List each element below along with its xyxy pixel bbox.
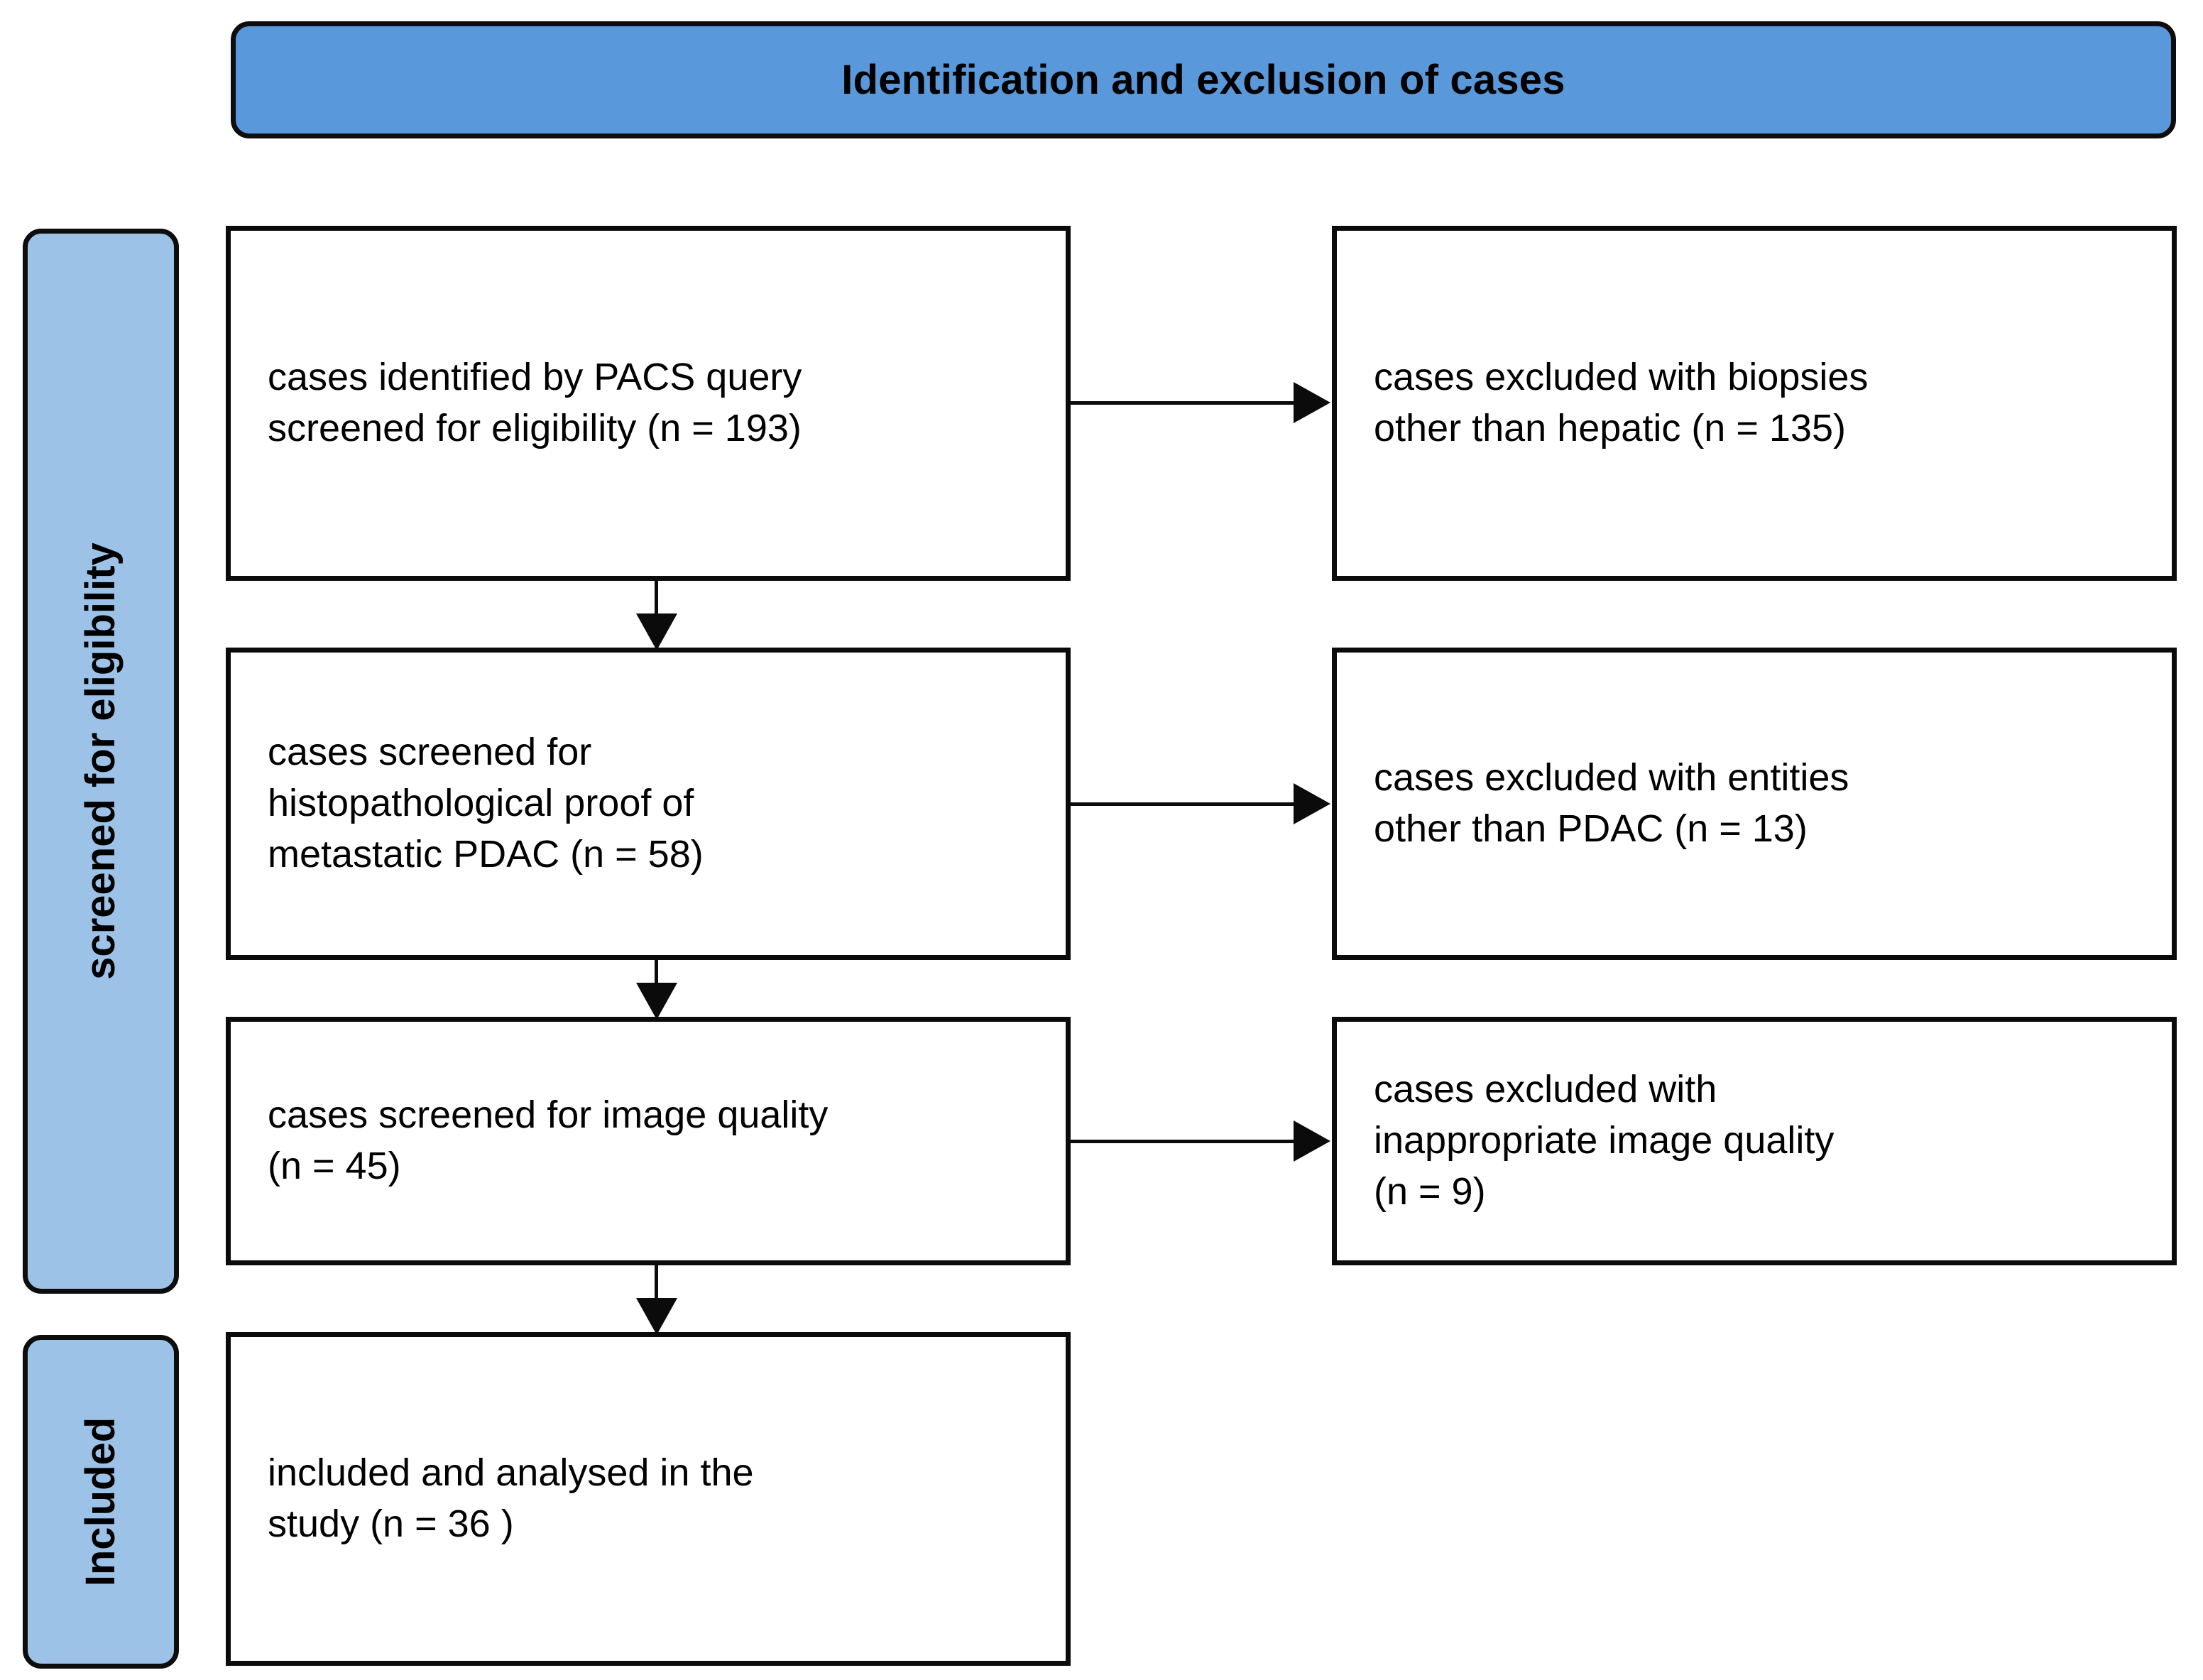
flow-box-histology: cases screened for histopathological pro… bbox=[226, 648, 1071, 960]
flow-box-text: cases excluded with entities other than … bbox=[1374, 756, 1849, 850]
flow-box-identified: cases identified by PACS query screened … bbox=[226, 226, 1071, 581]
arrowhead-down-icon bbox=[636, 983, 677, 1020]
connector-line bbox=[655, 960, 658, 1000]
flow-box-text: included and analysed in the study (n = … bbox=[268, 1451, 754, 1545]
connector-line bbox=[1071, 802, 1296, 806]
flow-box-included-analysed: included and analysed in the study (n = … bbox=[226, 1332, 1071, 1666]
page-title: Identification and exclusion of cases bbox=[841, 56, 1565, 103]
arrowhead-down-icon bbox=[636, 1298, 677, 1335]
arrowhead-right-icon bbox=[1294, 1120, 1330, 1162]
flow-box-excluded-biopsy: cases excluded with biopsies other than … bbox=[1332, 226, 2177, 581]
arrowhead-right-icon bbox=[1294, 382, 1330, 423]
flow-box-text: cases screened for histopathological pro… bbox=[268, 731, 704, 876]
flow-box-excluded-entity: cases excluded with entities other than … bbox=[1332, 648, 2177, 960]
connector-line bbox=[1071, 1140, 1296, 1143]
stage-label-text: Included bbox=[77, 1417, 124, 1587]
flow-box-text: cases excluded with biopsies other than … bbox=[1374, 356, 1869, 449]
flow-box-text: cases identified by PACS query screened … bbox=[268, 356, 802, 449]
connector-line bbox=[655, 1265, 658, 1305]
flow-box-text: cases excluded with inappropriate image … bbox=[1374, 1068, 1835, 1213]
connector-line bbox=[655, 581, 658, 625]
flow-box-image-quality: cases screened for image quality (n = 45… bbox=[226, 1017, 1071, 1265]
stage-label-text: screened for eligibility bbox=[77, 542, 124, 980]
arrowhead-down-icon bbox=[636, 613, 677, 650]
stage-label-included: Included bbox=[23, 1335, 179, 1669]
arrowhead-right-icon bbox=[1294, 783, 1330, 824]
header-banner: Identification and exclusion of cases bbox=[231, 21, 2176, 138]
flow-box-text: cases screened for image quality (n = 45… bbox=[268, 1093, 829, 1187]
connector-line bbox=[1071, 401, 1296, 405]
stage-label-screened-for-eligibility: screened for eligibility bbox=[23, 229, 179, 1294]
flow-box-excluded-image-quality: cases excluded with inappropriate image … bbox=[1332, 1017, 2177, 1265]
